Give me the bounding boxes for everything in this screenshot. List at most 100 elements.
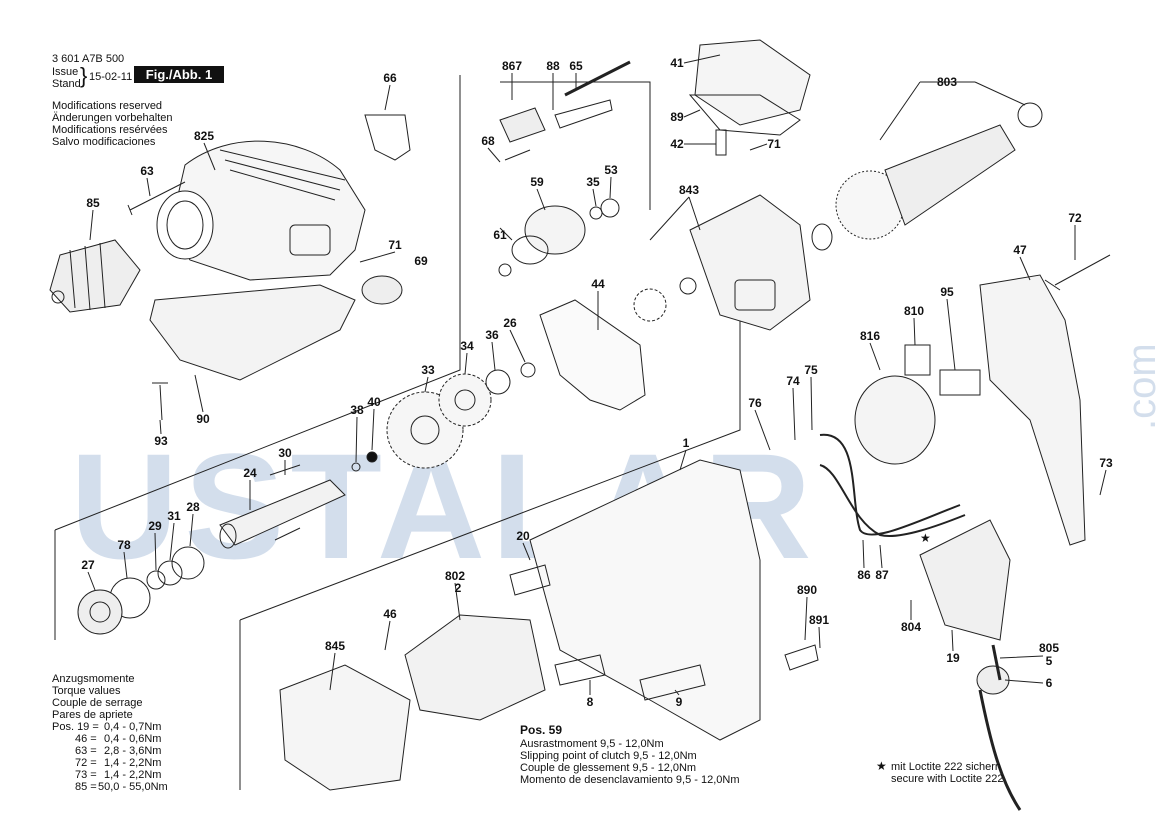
part-label-95: 95 xyxy=(940,285,954,299)
part-label-44: 44 xyxy=(591,277,605,291)
part-label-86: 86 xyxy=(857,568,871,582)
knob-69 xyxy=(361,275,403,305)
part-label-843: 843 xyxy=(678,183,700,197)
part-label-5: 5 xyxy=(1045,654,1053,668)
bracket-66 xyxy=(364,114,411,161)
part-label-89: 89 xyxy=(670,110,684,124)
bearing-36 xyxy=(485,369,511,395)
part-label-36: 36 xyxy=(485,328,499,342)
part-label-41: 41 xyxy=(670,56,684,70)
part-label-805: 805 xyxy=(1038,641,1060,655)
part-867 xyxy=(499,107,546,143)
part-label-29: 29 xyxy=(148,519,162,533)
part-label-6: 6 xyxy=(1045,676,1053,690)
torque-title-en: Torque values xyxy=(52,685,121,697)
plate-44 xyxy=(539,299,646,411)
torque-row-pos: 46 = xyxy=(75,733,97,745)
part-label-891: 891 xyxy=(808,613,830,627)
frame-top xyxy=(500,81,651,210)
bearing-27 xyxy=(77,589,123,635)
part-label-20: 20 xyxy=(516,529,530,543)
part-label-803: 803 xyxy=(936,75,958,89)
modifications-en: Modifications reserved xyxy=(52,100,163,112)
modifications-es: Salvo modificaciones xyxy=(52,136,156,148)
pos59-line: Ausrastmoment 9,5 - 12,0Nm xyxy=(520,738,664,750)
part-label-78: 78 xyxy=(117,538,131,552)
part-label-65: 65 xyxy=(569,59,583,73)
part-label-68: 68 xyxy=(481,134,495,148)
part-label-75: 75 xyxy=(804,363,818,377)
part-label-47: 47 xyxy=(1013,243,1027,257)
label-8 xyxy=(554,654,606,686)
part-number: 3 601 A7B 500 xyxy=(52,53,125,65)
torque-title-fr: Couple de serrage xyxy=(52,697,143,709)
cord-6 xyxy=(978,689,1022,811)
part-42 xyxy=(715,129,727,156)
part-95 xyxy=(939,369,981,396)
part-label-2: 2 xyxy=(454,581,462,595)
part-label-804: 804 xyxy=(900,620,922,634)
part-label-38: 38 xyxy=(350,403,364,417)
figure-label: Fig./Abb. 1 xyxy=(134,66,224,83)
torque-row-pos: 72 = xyxy=(75,757,97,769)
part-label-26: 26 xyxy=(503,316,517,330)
pin-38 xyxy=(351,462,361,472)
field-2 xyxy=(404,614,546,721)
part-label-53: 53 xyxy=(604,163,618,177)
frame-845 xyxy=(279,664,411,791)
issue-label: Issue xyxy=(52,66,79,78)
part-label-85: 85 xyxy=(86,196,100,210)
cable-86 xyxy=(819,433,961,536)
part-label-19: 19 xyxy=(946,651,960,665)
part-label-76: 76 xyxy=(748,396,762,410)
brush-810 xyxy=(904,344,931,376)
part-label-802: 802 xyxy=(444,569,466,583)
part-88 xyxy=(554,99,613,129)
part-label-867: 867 xyxy=(501,59,523,73)
torque-title-es: Pares de apriete xyxy=(52,709,133,721)
ring-28 xyxy=(171,546,205,580)
part-label-87: 87 xyxy=(875,568,889,582)
part-label-24: 24 xyxy=(243,466,257,480)
ring-26 xyxy=(520,362,536,378)
torque-row-pos: 85 = xyxy=(75,781,97,793)
part-label-88: 88 xyxy=(546,59,560,73)
part-label-59: 59 xyxy=(530,175,544,189)
screw-63 xyxy=(127,181,186,216)
torque-row-value: 0,4 - 0,6Nm xyxy=(104,733,162,745)
label-9 xyxy=(639,664,706,701)
part-label-35: 35 xyxy=(586,175,600,189)
frame-left xyxy=(54,75,461,531)
modifications-fr: Modifications resérvées xyxy=(52,124,168,136)
loctite-star-marker: ★ xyxy=(920,531,931,545)
part-label-72: 72 xyxy=(1068,211,1082,225)
armature-803 xyxy=(811,102,1043,251)
part-label-27: 27 xyxy=(81,558,95,572)
brace: } xyxy=(80,63,88,88)
cover-41 xyxy=(694,39,811,126)
pos59-title: Pos. 59 xyxy=(520,723,563,737)
part-label-31: 31 xyxy=(167,509,181,523)
clutch-59 xyxy=(498,205,586,277)
part-label-71: 71 xyxy=(767,137,781,151)
torque-row-value: 1,4 - 2,2Nm xyxy=(104,769,162,781)
screw-93 xyxy=(152,382,168,421)
brush-holder-816 xyxy=(854,375,936,465)
part-label-816: 816 xyxy=(859,329,881,343)
torque-row-value: 2,8 - 3,6Nm xyxy=(104,745,162,757)
modifications-de: Änderungen vorbehalten xyxy=(52,112,173,124)
torque-row-pos: 63 = xyxy=(75,745,97,757)
ball-40 xyxy=(366,451,378,463)
torque-row-value: 50,0 - 55,0Nm xyxy=(98,781,168,793)
pos59-line: Slipping point of clutch 9,5 - 12,0Nm xyxy=(520,750,697,762)
part-label-890: 890 xyxy=(796,583,818,597)
label-20 xyxy=(509,564,551,596)
cable-87 xyxy=(819,464,966,537)
part-label-42: 42 xyxy=(670,137,684,151)
part-label-66: 66 xyxy=(383,71,397,85)
gear-34 xyxy=(438,373,492,427)
switch-804 xyxy=(919,519,1011,641)
gear-housing-843 xyxy=(633,194,811,331)
pos59-line: Couple de glessement 9,5 - 12,0Nm xyxy=(520,762,697,774)
part-label-61: 61 xyxy=(493,228,507,242)
